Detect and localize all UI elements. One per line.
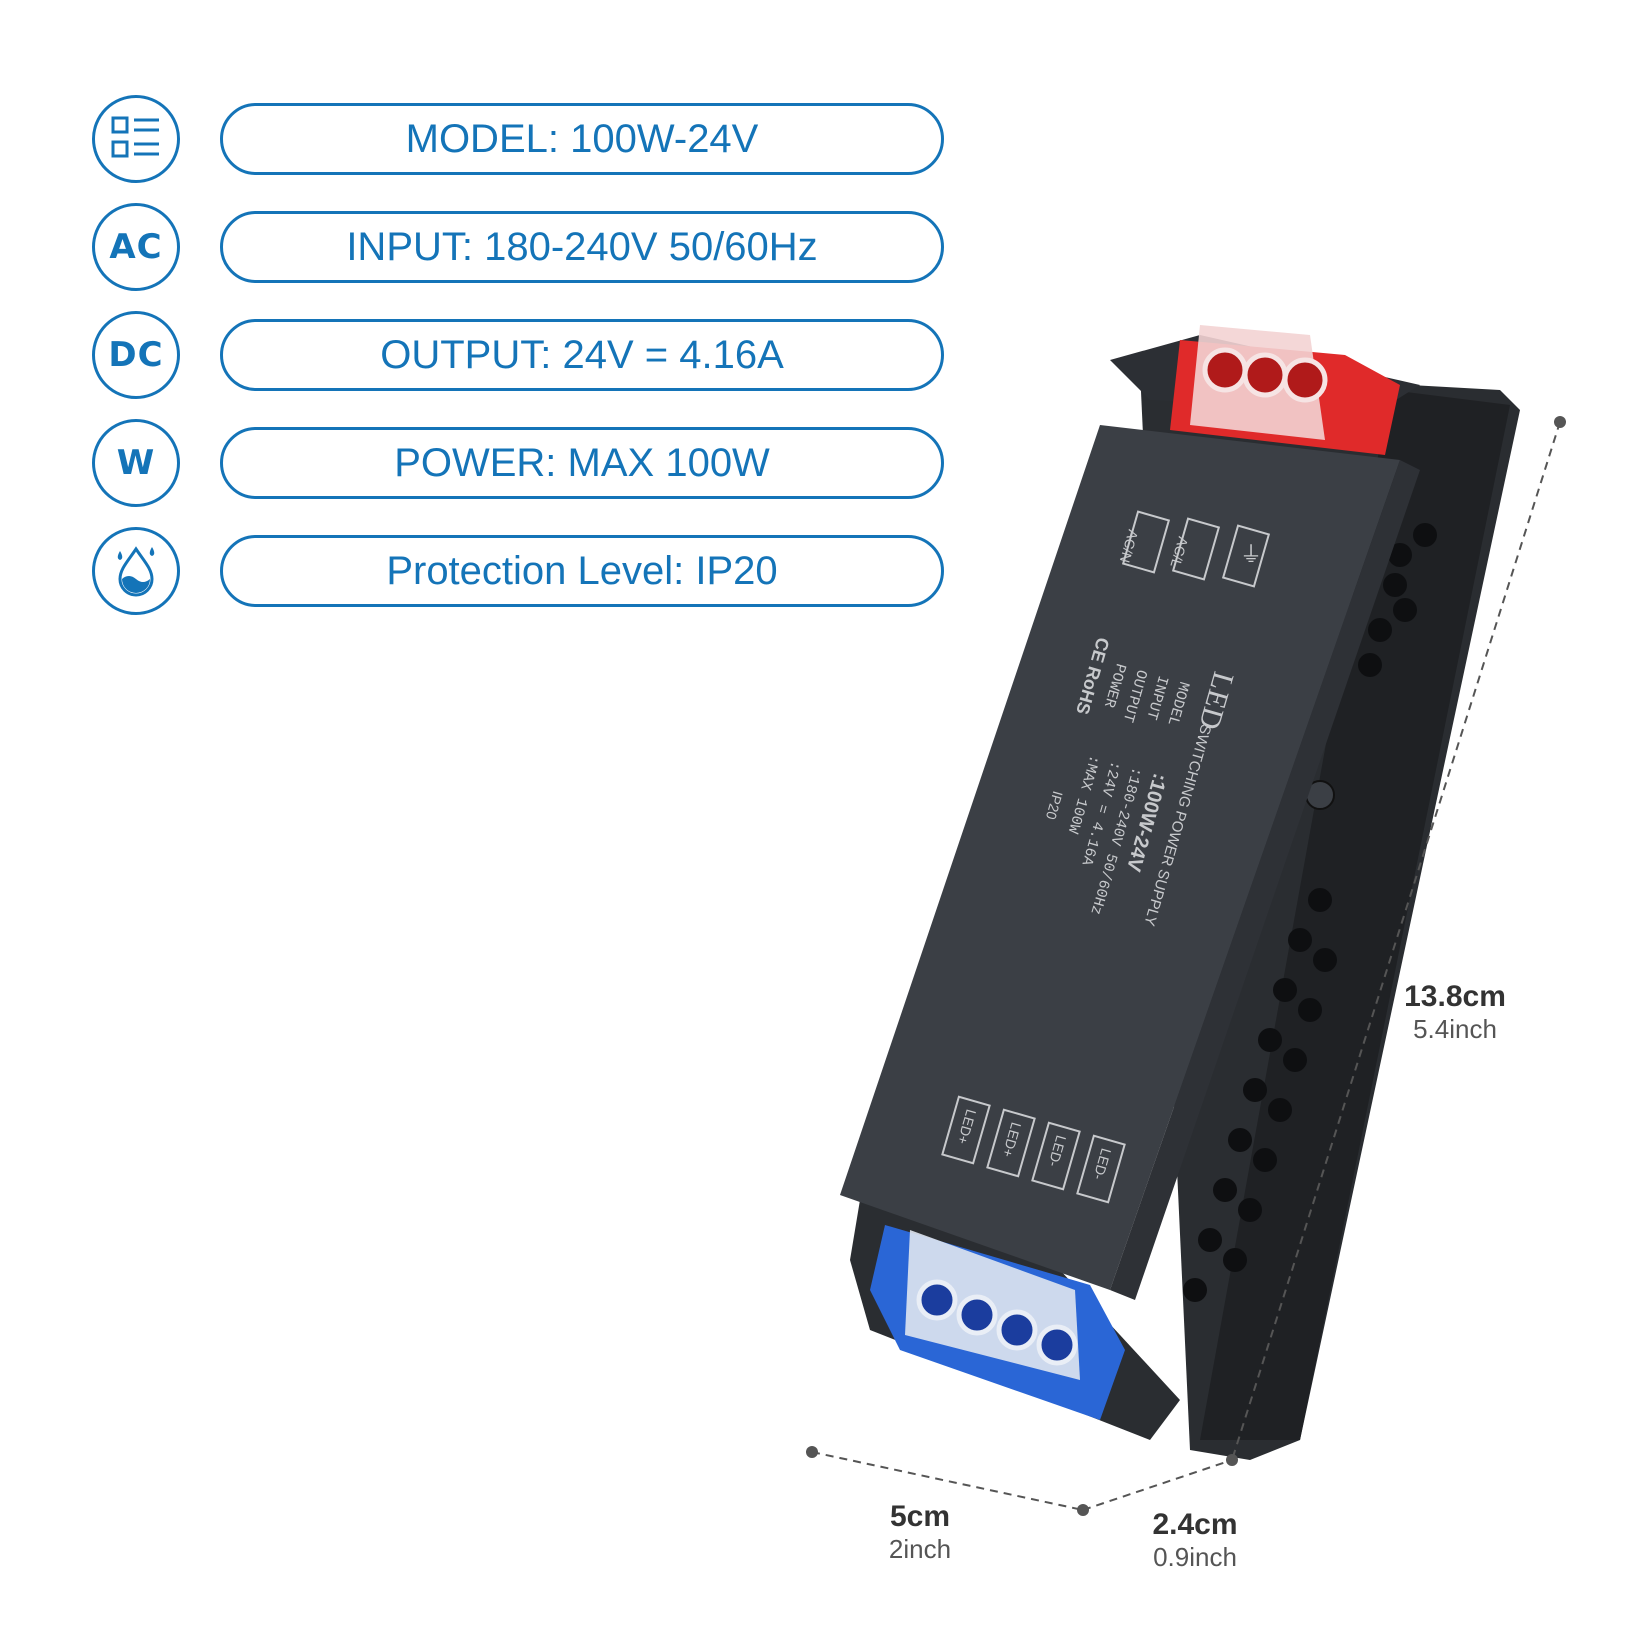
watt-icon: W [92,419,180,507]
length-inch: 5.4inch [1413,1014,1497,1044]
ground-icon: ⏚ [1240,543,1262,568]
length-cm: 13.8cm [1404,980,1506,1013]
spec-row-input: AC INPUT: 180-240V 50/60Hz [92,203,952,295]
label-ip: IP20 [1043,789,1066,821]
spec-row-model: MODEL: 100W-24V [92,95,952,187]
ac-icon: AC [92,203,180,291]
dimension-lines [806,416,1566,1516]
spec-row-protection: Protection Level: IP20 [92,527,952,619]
spec-output: OUTPUT: 24V = 4.16A [220,319,944,391]
dimension-width: 5cm 2inch [870,1500,970,1565]
width-inch: 2inch [888,1534,952,1564]
watt-abbr: W [116,443,156,483]
dc-abbr: DC [108,335,164,375]
spec-input: INPUT: 180-240V 50/60Hz [220,211,944,283]
dimension-height: 2.4cm 0.9inch [1130,1508,1260,1573]
power-supply-device: LED SWITCHING POWER SUPPLY MODEL :100W-2… [840,325,1520,1460]
spec-power: POWER: MAX 100W [220,427,944,499]
vent-holes [1183,523,1437,1302]
dimension-length: 13.8cm 5.4inch [1385,980,1525,1045]
width-cm: 5cm [889,1500,951,1533]
water-drop-icon [92,527,180,615]
list-icon [92,95,180,183]
height-inch: 0.9inch [1153,1542,1237,1572]
output-terminal [870,1225,1125,1420]
output-markings [941,1095,1126,1204]
spec-protection: Protection Level: IP20 [220,535,944,607]
spec-row-output: DC OUTPUT: 24V = 4.16A [92,311,952,403]
input-terminal [1170,325,1400,455]
input-markings [1121,510,1271,588]
spec-row-power: W POWER: MAX 100W [92,419,952,511]
dc-icon: DC [92,311,180,399]
ac-abbr: AC [109,227,163,267]
height-cm: 2.4cm [1152,1508,1238,1541]
spec-model: MODEL: 100W-24V [220,103,944,175]
